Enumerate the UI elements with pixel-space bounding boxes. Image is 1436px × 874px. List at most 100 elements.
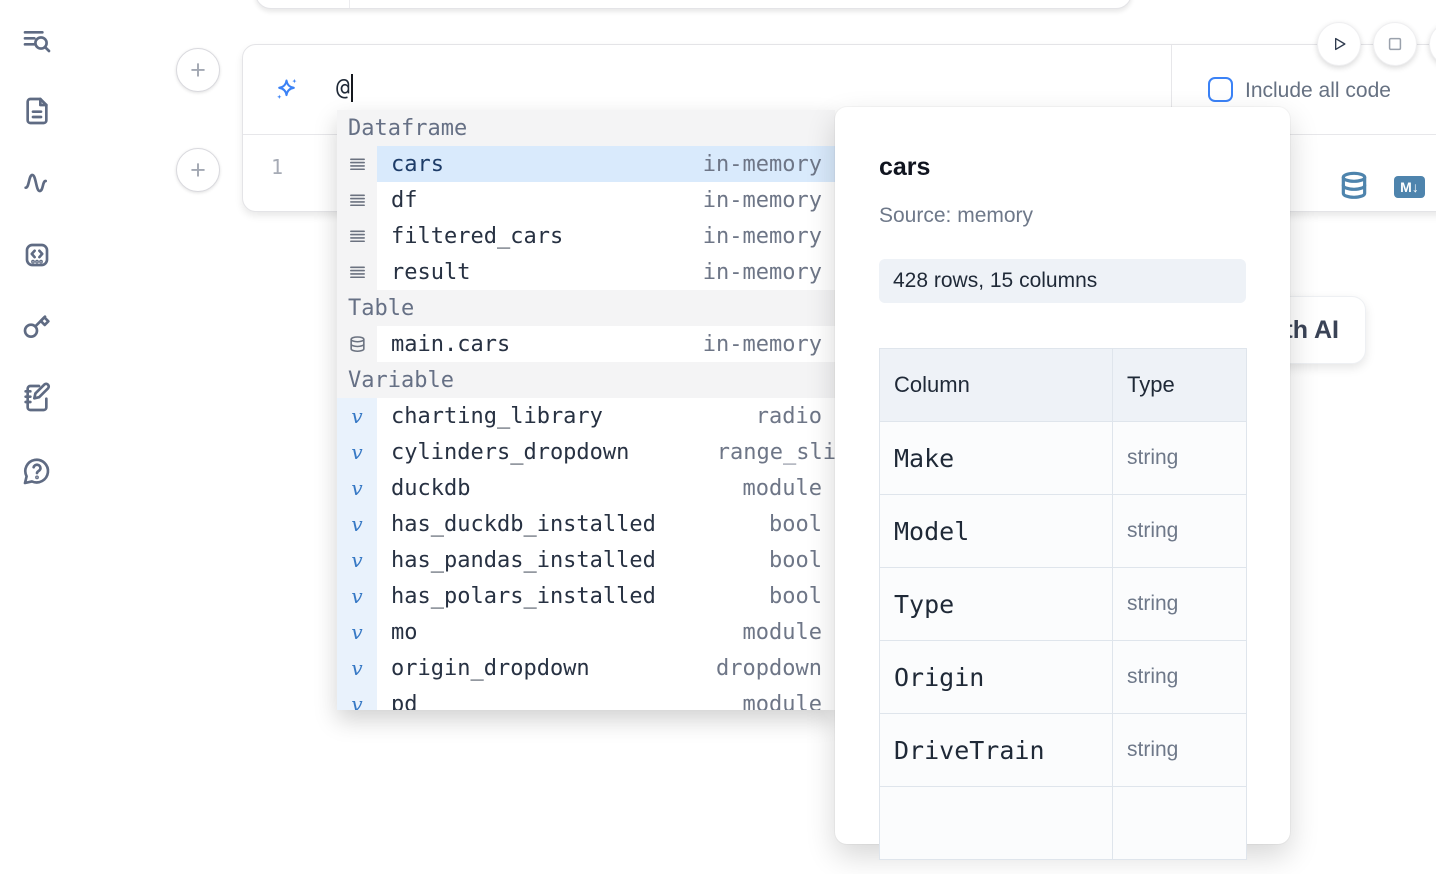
autocomplete-item-charting_library[interactable]: v charting_library radio — [337, 398, 835, 434]
item-name: result — [391, 259, 471, 285]
cell-gutter-divider — [349, 0, 350, 8]
add-cell-button-bottom[interactable]: + — [176, 148, 220, 192]
preview-title: cars — [879, 153, 931, 181]
item-kind: in-memory — [702, 187, 822, 213]
key-icon[interactable] — [21, 310, 53, 342]
item-name: has_duckdb_installed — [391, 511, 656, 537]
item-kind: in-memory — [702, 223, 822, 249]
list-search-icon[interactable] — [21, 25, 53, 57]
autocomplete-item-has_duckdb_installed[interactable]: v has_duckdb_installed bool — [337, 506, 835, 542]
rows-icon — [337, 254, 377, 290]
previous-cell-bottom — [255, 0, 1132, 9]
shape-badge: 428 rows, 15 columns — [879, 259, 1246, 303]
file-text-icon[interactable] — [21, 95, 53, 127]
item-name: has_pandas_installed — [391, 547, 656, 573]
divider — [1171, 45, 1172, 134]
variable-icon: v — [337, 686, 377, 710]
column-name-cell: DriveTrain — [879, 713, 1113, 787]
dataframe-preview-panel: cars Source: memory 428 rows, 15 columns… — [835, 107, 1290, 860]
column-type-cell: string — [1112, 713, 1247, 787]
item-kind: bool — [769, 547, 822, 573]
column-type-cell: string — [1112, 640, 1247, 714]
run-cell-button[interactable] — [1317, 22, 1361, 66]
item-name: df — [391, 187, 418, 213]
code-square-icon[interactable] — [21, 239, 53, 271]
prompt-value: @ — [336, 75, 350, 101]
autocomplete-item-main-cars[interactable]: main.cars in-memory — [337, 326, 835, 362]
notebook-pen-icon[interactable] — [21, 382, 53, 414]
item-kind: dropdown — [716, 655, 822, 681]
item-name: cars — [391, 151, 444, 177]
database-icon[interactable] — [1338, 169, 1370, 203]
autocomplete-item-result[interactable]: result in-memory — [337, 254, 835, 290]
markdown-export-icon[interactable]: M↓ — [1394, 176, 1425, 198]
add-cell-button-top[interactable]: + — [176, 48, 220, 92]
include-all-code-label: Include all code — [1245, 79, 1391, 102]
autocomplete-section-header: Variable — [337, 362, 835, 398]
autocomplete-item-df[interactable]: df in-memory — [337, 182, 835, 218]
item-name: cylinders_dropdown — [391, 439, 630, 465]
column-name-cell: Origin — [879, 640, 1113, 714]
item-name: mo — [391, 619, 418, 645]
item-kind: radio — [755, 403, 822, 429]
autocomplete-item-filtered_cars[interactable]: filtered_cars in-memory — [337, 218, 835, 254]
variable-icon: v — [337, 506, 377, 542]
preview-source: Source: memory — [879, 204, 1034, 227]
include-all-code-checkbox[interactable] — [1208, 77, 1233, 102]
database-icon — [337, 326, 377, 362]
variable-icon: v — [337, 434, 377, 470]
item-name: has_polars_installed — [391, 583, 656, 609]
variable-icon: v — [337, 470, 377, 506]
autocomplete-item-origin_dropdown[interactable]: v origin_dropdown dropdown — [337, 650, 835, 686]
item-kind: range_sli — [716, 439, 835, 465]
sparkles-icon — [273, 76, 300, 103]
autocomplete-section-header: Table — [337, 290, 835, 326]
variable-icon: v — [337, 650, 377, 686]
autocomplete-item-cylinders_dropdown[interactable]: v cylinders_dropdown range_sli — [337, 434, 835, 470]
line-number: 1 — [271, 155, 284, 179]
item-kind: module — [742, 691, 822, 711]
schema-header-column: Column — [879, 348, 1113, 422]
item-name: origin_dropdown — [391, 655, 590, 681]
activity-icon[interactable] — [21, 167, 53, 199]
item-kind: module — [742, 619, 822, 645]
variable-icon: v — [337, 398, 377, 434]
item-name: duckdb — [391, 475, 471, 501]
rows-icon — [337, 146, 377, 182]
item-kind: in-memory — [702, 259, 822, 285]
item-kind: in-memory — [702, 331, 822, 357]
column-name-cell — [879, 786, 1113, 860]
item-kind: bool — [769, 511, 822, 537]
rows-icon — [337, 182, 377, 218]
autocomplete-section-header: Dataframe — [337, 110, 835, 146]
text-cursor — [350, 74, 353, 102]
stop-cell-button[interactable] — [1373, 22, 1417, 66]
autocomplete-item-has_pandas_installed[interactable]: v has_pandas_installed bool — [337, 542, 835, 578]
help-circle-icon[interactable] — [21, 455, 53, 487]
column-name-cell: Type — [879, 567, 1113, 641]
variable-icon: v — [337, 578, 377, 614]
schema-row — [879, 786, 1247, 860]
item-name: charting_library — [391, 403, 603, 429]
ai-prompt-input[interactable]: @ — [336, 74, 353, 102]
column-name-cell: Make — [879, 421, 1113, 495]
item-name: filtered_cars — [391, 223, 564, 249]
variable-icon: v — [337, 542, 377, 578]
column-type-cell — [1112, 786, 1247, 860]
item-name: main.cars — [391, 331, 511, 357]
item-kind: module — [742, 475, 822, 501]
